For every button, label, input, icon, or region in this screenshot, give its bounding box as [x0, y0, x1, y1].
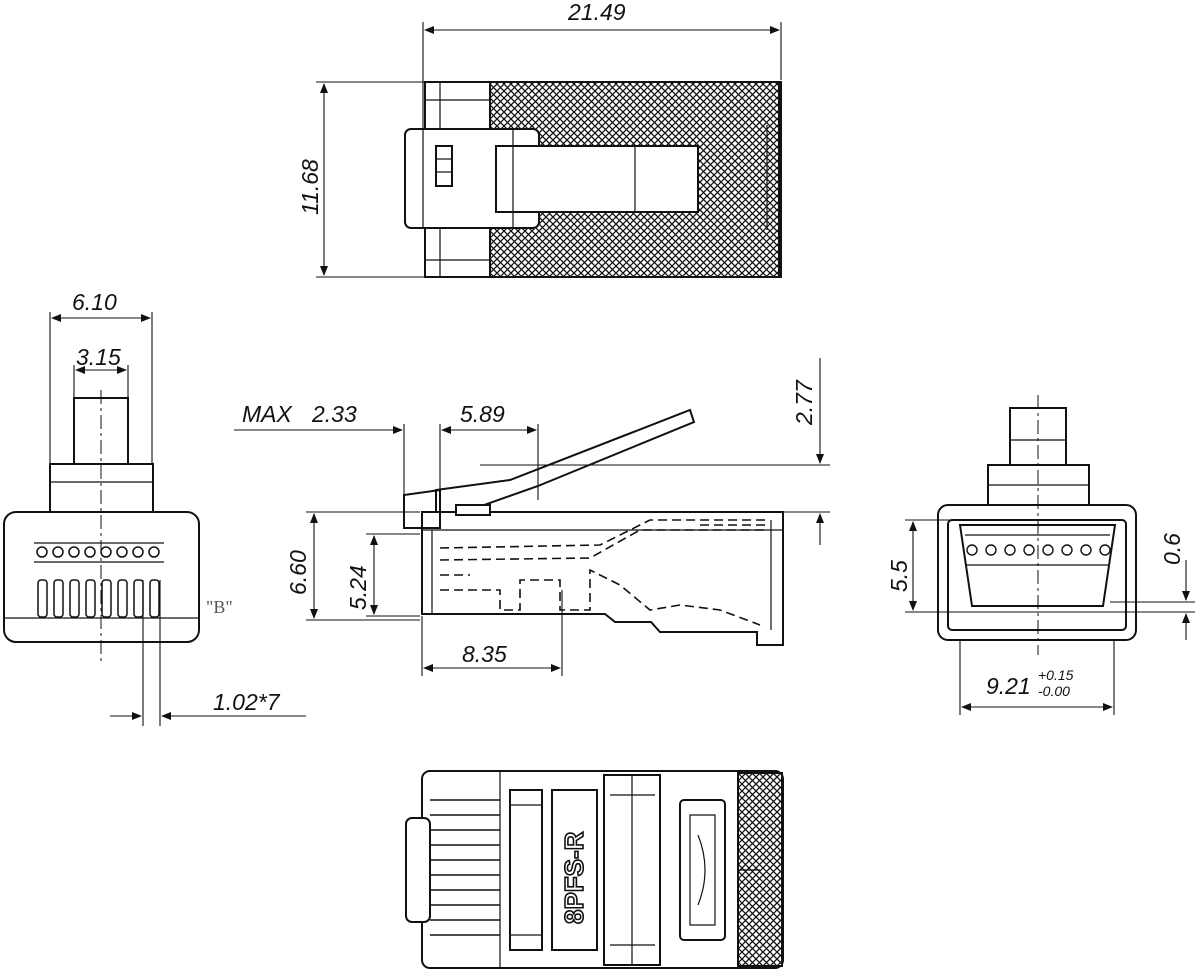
view-b-label: "B" [206, 597, 233, 617]
top-view: 21.49 11.68 [297, 0, 782, 278]
dim-tolerance-plus: +0.15 [1038, 667, 1074, 683]
dim-length-21-49: 21.49 [567, 0, 626, 25]
dim-max-label: MAX [242, 401, 294, 427]
front-view: 6.10 3.15 1.02*7 "B" [3, 289, 306, 726]
dim-contact-length-8-35: 8.35 [462, 641, 507, 667]
dim-max-2-33: 2.33 [311, 401, 357, 427]
dim-tab-width-3-15: 3.15 [76, 344, 121, 370]
side-view: 2.77 MAX 2.33 5.89 6.60 5.24 8.35 [234, 358, 830, 676]
dim-body-height-6-60: 6.60 [285, 550, 311, 595]
dim-opening-width-9-21: 9.21 [986, 673, 1031, 699]
dim-opening-gap-0-6: 0.6 [1159, 533, 1185, 565]
dim-tolerance-minus: -0.00 [1038, 683, 1070, 699]
dim-front-width-6-10: 6.10 [72, 289, 117, 315]
dim-inner-height-5-24: 5.24 [345, 565, 371, 610]
dim-latch-height-2-77: 2.77 [791, 379, 817, 426]
dim-latch-offset-5-89: 5.89 [460, 401, 505, 427]
rear-view: 5.5 0.6 9.21 +0.15 -0.00 [886, 395, 1195, 715]
dim-height-11-68: 11.68 [297, 159, 323, 215]
dim-opening-height-5-5: 5.5 [886, 560, 912, 592]
dim-pin-pitch: 1.02*7 [213, 689, 281, 715]
part-number-label: 8PFS-R [559, 831, 589, 924]
bottom-view: 8PFS-R [405, 770, 784, 969]
